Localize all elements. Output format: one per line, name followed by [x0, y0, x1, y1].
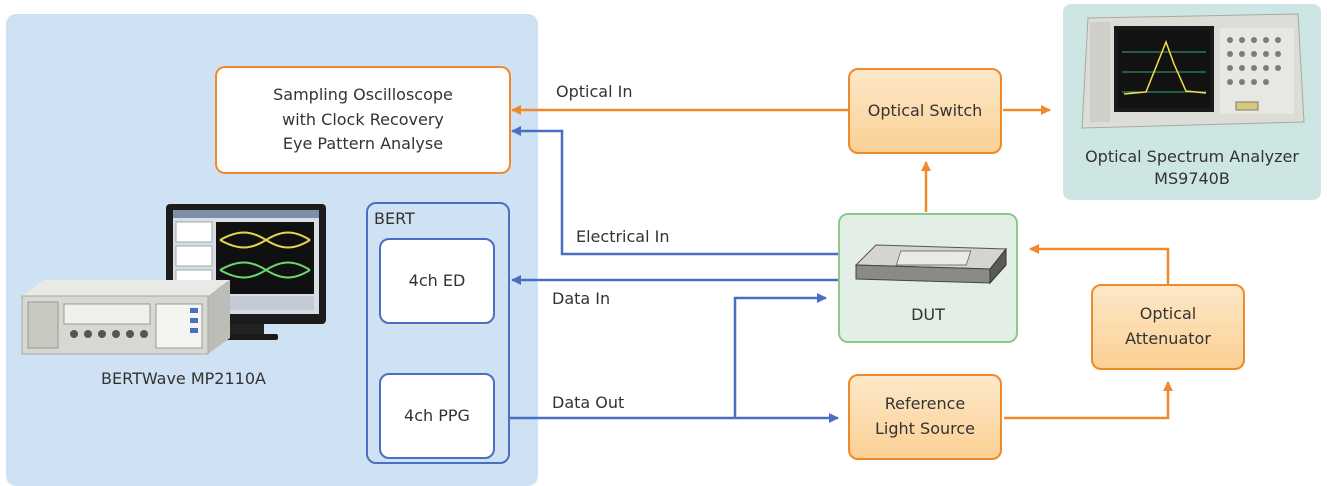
- bert-group: [366, 202, 510, 464]
- oscilloscope-line-1: Sampling Oscilloscope: [273, 84, 453, 104]
- bertwave-instrument-icon: [21, 204, 326, 355]
- dut-box: DUT: [838, 213, 1018, 343]
- oscilloscope-line-2: with Clock Recovery: [282, 109, 444, 129]
- reference-line-1: Reference: [884, 394, 966, 414]
- ppg-box: 4ch PPG: [379, 373, 495, 459]
- reference-to-attenuator-line: [1004, 381, 1173, 420]
- bert-title: BERT: [374, 209, 415, 228]
- optical-switch-box: Optical Switch: [848, 68, 1002, 154]
- ed-label: 4ch ED: [408, 270, 466, 290]
- attenuator-line-1: Optical: [1139, 304, 1197, 324]
- attenuator-to-dut-line: [1029, 244, 1170, 284]
- electrical-in-line: [511, 126, 838, 256]
- reference-light-source-box: Reference Light Source: [848, 374, 1002, 460]
- transceiver-module-icon: [854, 244, 1008, 285]
- data-in-label: Data In: [552, 289, 611, 308]
- osa-caption: Optical Spectrum Analyzer MS9740B: [1063, 146, 1321, 191]
- attenuator-line-2: Attenuator: [1125, 329, 1211, 348]
- optical-switch-label: Optical Switch: [867, 100, 983, 120]
- sampling-oscilloscope-box: Sampling Oscilloscope with Clock Recover…: [215, 66, 511, 174]
- reference-line-2: Light Source: [875, 419, 975, 438]
- ed-box: 4ch ED: [379, 238, 495, 324]
- data-out-label: Data Out: [552, 393, 625, 412]
- osa-label-line-1: Optical Spectrum Analyzer: [1085, 147, 1299, 166]
- ppg-label: 4ch PPG: [404, 405, 470, 425]
- data-out-branch-line: [733, 293, 827, 418]
- electrical-in-label: Electrical In: [576, 227, 670, 246]
- osa-label-line-2: MS9740B: [1154, 169, 1230, 189]
- bertwave-label: BERTWave MP2110A: [101, 369, 266, 388]
- oscilloscope-line-3: Eye Pattern Analyse: [282, 134, 444, 154]
- dut-label: DUT: [911, 305, 945, 324]
- spectrum-analyzer-instrument-icon: [1081, 13, 1305, 129]
- optical-in-label: Optical In: [556, 82, 633, 101]
- optical-attenuator-box: Optical Attenuator: [1091, 284, 1245, 370]
